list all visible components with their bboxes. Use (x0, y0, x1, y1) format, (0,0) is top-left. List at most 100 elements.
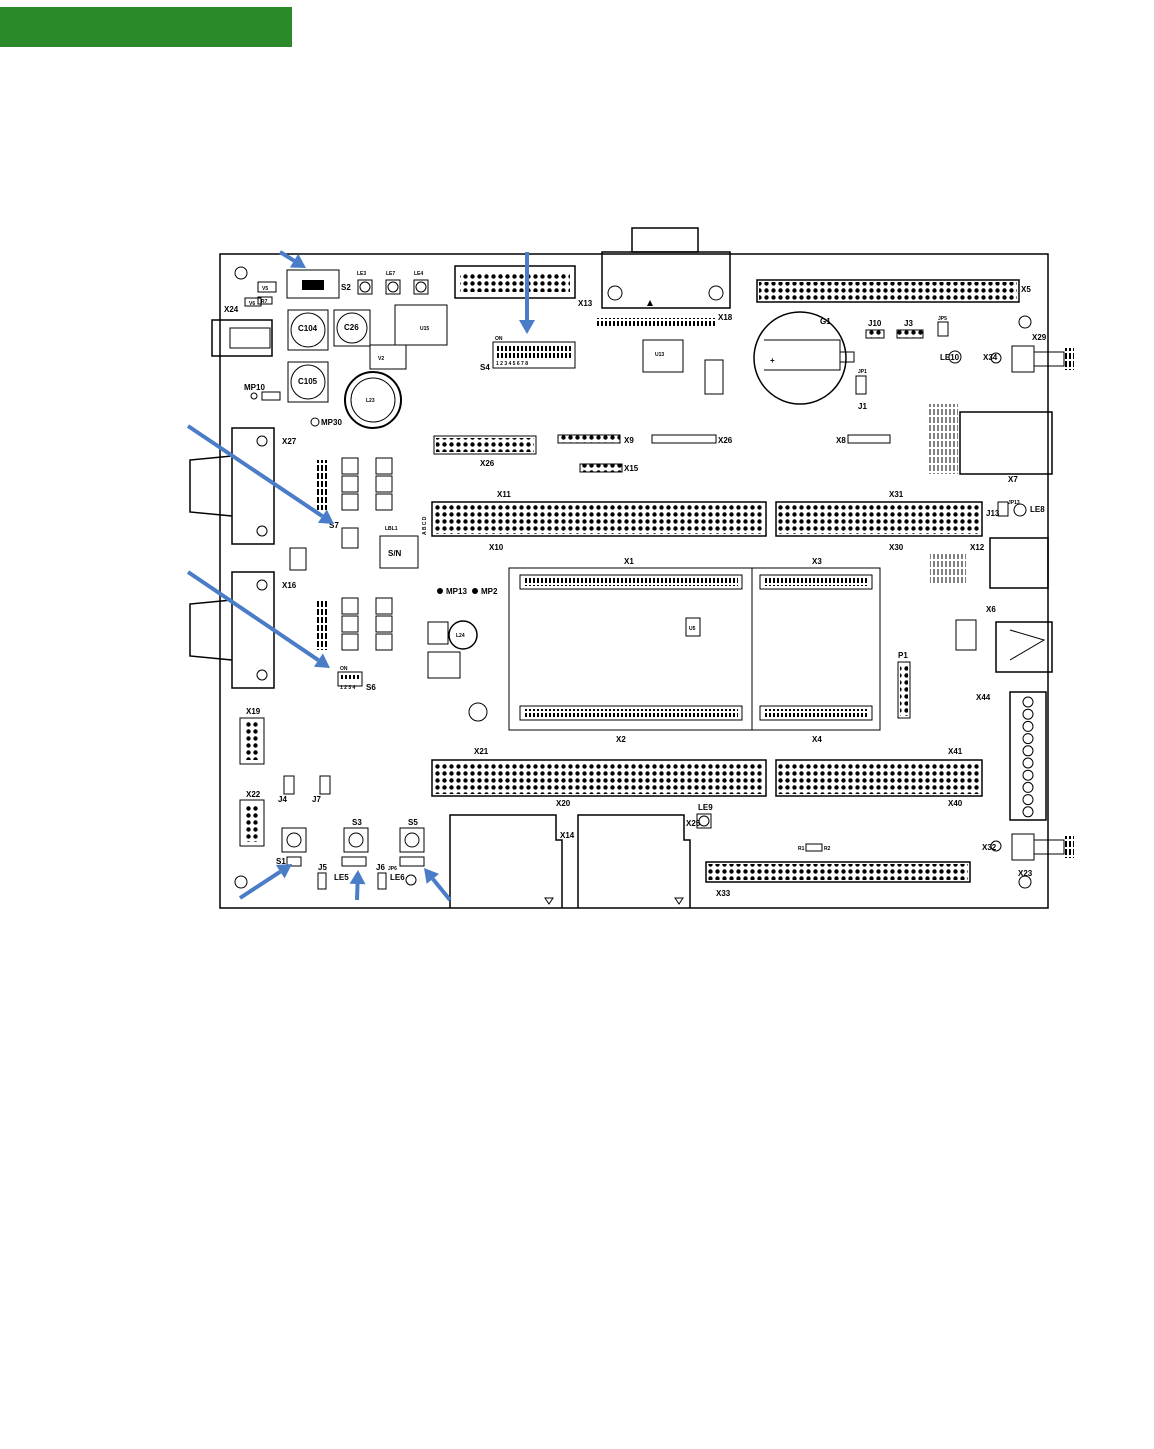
svg-text:S4: S4 (480, 363, 490, 372)
svg-text:X31: X31 (889, 490, 904, 499)
svg-text:V6: V6 (249, 301, 255, 307)
header-x31-x30: X31 X30 (775, 490, 983, 552)
annotation-arrow (186, 424, 334, 524)
power-components-middle: MP13 MP2 L24 (427, 587, 498, 722)
svg-text:S/N: S/N (388, 549, 402, 558)
annotation-arrow (349, 870, 366, 901)
jumpers-j4-j7: J4 J7 (278, 775, 331, 804)
svg-text:J1: J1 (858, 402, 867, 411)
svg-text:X10: X10 (489, 543, 504, 552)
svg-text:J10: J10 (868, 319, 882, 328)
svg-text:S2: S2 (341, 283, 351, 292)
svg-text:X8: X8 (836, 436, 846, 445)
buttons-bottom: S1 S3 S5 J5 LE5 J6 JP6 LE6 (276, 818, 425, 890)
svg-text:X26: X26 (718, 436, 733, 445)
svg-text:X9: X9 (624, 436, 634, 445)
svg-text:P1: P1 (898, 651, 908, 660)
svg-text:X27: X27 (282, 437, 297, 446)
svg-text:LE7: LE7 (386, 271, 395, 277)
svg-text:ON: ON (495, 336, 503, 342)
svg-text:LE4: LE4 (414, 271, 423, 277)
svg-text:X7: X7 (1008, 475, 1018, 484)
led-block-upper: S7 LBL1 S/N (289, 457, 419, 571)
header-color-bar (0, 7, 292, 47)
svg-text:MP13: MP13 (446, 587, 467, 596)
annotation-arrow (519, 252, 535, 334)
svg-text:A B C D: A B C D (422, 516, 428, 535)
right-jumper-j13: J13 JP13 LE8 (986, 500, 1045, 518)
svg-text:X23: X23 (1018, 869, 1033, 878)
svg-text:J6: J6 (376, 863, 385, 872)
annotation-arrows (186, 250, 535, 902)
svg-text:U15: U15 (420, 326, 429, 332)
svg-text:J13: J13 (986, 509, 1000, 518)
card-slots: X14 X25 LE9 (449, 803, 713, 908)
svg-text:X40: X40 (948, 799, 963, 808)
header-x33: X33 R1 R2 (705, 843, 971, 898)
svg-text:J3: J3 (904, 319, 913, 328)
svg-text:LE10: LE10 (940, 353, 960, 362)
svg-text:LBL1: LBL1 (385, 526, 398, 532)
svg-text:S7: S7 (329, 521, 339, 530)
svg-text:X5: X5 (1021, 285, 1031, 294)
svg-text:LE8: LE8 (1030, 505, 1045, 514)
svg-text:X26: X26 (480, 459, 495, 468)
terminal-screw (1022, 708, 1034, 720)
svg-text:LE3: LE3 (357, 271, 366, 277)
svg-text:X12: X12 (970, 543, 985, 552)
svg-text:ON: ON (340, 666, 348, 672)
svg-text:R2: R2 (824, 846, 831, 852)
svg-text:X2: X2 (616, 735, 626, 744)
svg-text:X1: X1 (624, 557, 634, 566)
header-row-middle: X26 X9 X26 X8 X15 (433, 434, 891, 473)
header-x19: X19 (239, 707, 265, 765)
connector-x7: X7 (928, 404, 1053, 484)
svg-text:S3: S3 (352, 818, 362, 827)
svg-text:X21: X21 (474, 747, 489, 756)
terminal-screw (1022, 781, 1034, 793)
terminal-screw (1022, 733, 1034, 745)
header-x41-x40: X41 X40 (775, 747, 983, 808)
svg-text:L23: L23 (366, 398, 375, 404)
svg-text:X44: X44 (976, 693, 991, 702)
svg-text:R1: R1 (798, 846, 805, 852)
svg-text:X41: X41 (948, 747, 963, 756)
svg-text:L24: L24 (456, 633, 465, 639)
annotation-arrow (238, 864, 292, 900)
svg-text:+: + (770, 356, 775, 365)
svg-text:MP10: MP10 (244, 383, 265, 392)
annotation-arrow (186, 570, 330, 668)
svg-text:JP6: JP6 (388, 866, 397, 872)
terminal-screw (1022, 696, 1034, 708)
connector-x18: X18 U13 (596, 227, 733, 395)
connector-x6: X6 (955, 605, 1053, 673)
svg-text:X24: X24 (224, 305, 239, 314)
svg-text:U13: U13 (655, 352, 664, 358)
svg-text:LE5: LE5 (334, 873, 349, 882)
annotation-arrow (278, 250, 306, 268)
svg-text:X32: X32 (982, 843, 997, 852)
svg-text:X4: X4 (812, 735, 822, 744)
svg-text:X18: X18 (718, 313, 733, 322)
svg-text:JP1: JP1 (858, 369, 867, 375)
svg-text:1 2 3 4: 1 2 3 4 (340, 685, 356, 691)
terminal-screws (1022, 696, 1034, 818)
svg-text:J5: J5 (318, 863, 327, 872)
connector-x23: X32 X23 (982, 833, 1074, 878)
svg-text:S6: S6 (366, 683, 376, 692)
svg-text:J7: J7 (312, 795, 321, 804)
svg-text:LE6: LE6 (390, 873, 405, 882)
dip-switch-s4: ON 1 2 3 4 5 6 7 8 S4 (480, 336, 576, 372)
svg-text:X19: X19 (246, 707, 261, 716)
svg-text:1 2 3 4 5 6 7 8: 1 2 3 4 5 6 7 8 (496, 361, 528, 367)
header-x5: X5 (756, 279, 1031, 303)
svg-text:C26: C26 (344, 323, 359, 332)
header-x11-x10: X11 X10 A B C D (422, 490, 767, 552)
svg-text:R7: R7 (261, 299, 268, 305)
svg-text:X16: X16 (282, 581, 297, 590)
svg-text:MP2: MP2 (481, 587, 498, 596)
svg-text:JP5: JP5 (938, 316, 947, 322)
svg-text:X34: X34 (983, 353, 998, 362)
svg-text:X6: X6 (986, 605, 996, 614)
